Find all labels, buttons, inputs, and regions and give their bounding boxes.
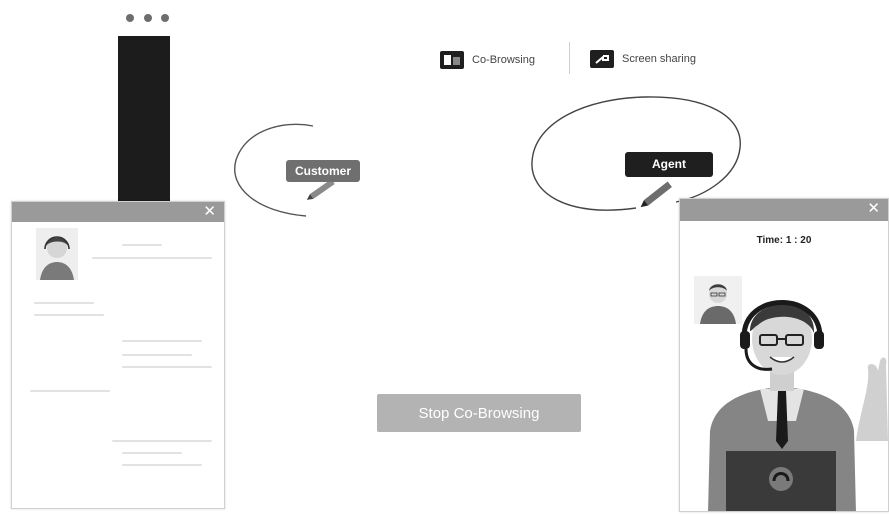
window-dot bbox=[161, 14, 169, 22]
customer-panel: ✕ bbox=[11, 201, 225, 509]
cobrowsing-icon bbox=[440, 51, 464, 69]
screen-sharing-tab[interactable]: Screen sharing bbox=[590, 50, 696, 68]
chat-placeholder-line bbox=[112, 440, 212, 442]
customer-tag: Customer bbox=[286, 160, 361, 182]
call-timer: Time: 1 : 20 bbox=[756, 235, 812, 246]
chat-placeholder-line bbox=[122, 244, 162, 246]
chat-placeholder-line bbox=[122, 452, 182, 454]
agent-annotation bbox=[531, 96, 741, 211]
cobrowsing-tab[interactable]: Co-Browsing bbox=[440, 51, 535, 69]
agent-panel-header: ✕ bbox=[680, 199, 888, 221]
chat-placeholder-line bbox=[122, 366, 212, 368]
browser-window bbox=[118, 36, 170, 204]
chat-placeholder-line bbox=[34, 302, 94, 304]
chat-placeholder-line bbox=[122, 354, 192, 356]
chat-placeholder-line bbox=[122, 340, 202, 342]
customer-panel-header: ✕ bbox=[12, 202, 224, 222]
stop-cobrowsing-button[interactable]: Stop Co-Browsing bbox=[377, 394, 581, 432]
screen-sharing-label: Screen sharing bbox=[622, 53, 696, 65]
agent-panel: ✕ Time: 1 : 20 bbox=[679, 198, 889, 512]
agent-tag: Agent bbox=[625, 152, 713, 177]
chat-placeholder-line bbox=[30, 390, 110, 392]
close-icon[interactable]: ✕ bbox=[867, 200, 880, 217]
customer-thumbnail bbox=[694, 276, 742, 324]
chat-placeholder-line bbox=[122, 464, 202, 466]
customer-annotation bbox=[234, 123, 335, 217]
screen-share-icon bbox=[590, 50, 614, 68]
agent-illustration bbox=[708, 300, 888, 511]
window-dot bbox=[144, 14, 152, 22]
chat-placeholder-line bbox=[92, 257, 212, 259]
close-icon[interactable]: ✕ bbox=[203, 203, 216, 220]
chat-placeholder-line bbox=[34, 314, 104, 316]
window-dot bbox=[126, 14, 134, 22]
toolbar-divider bbox=[569, 42, 570, 74]
cobrowsing-label: Co-Browsing bbox=[472, 54, 535, 66]
customer-avatar bbox=[36, 228, 78, 280]
